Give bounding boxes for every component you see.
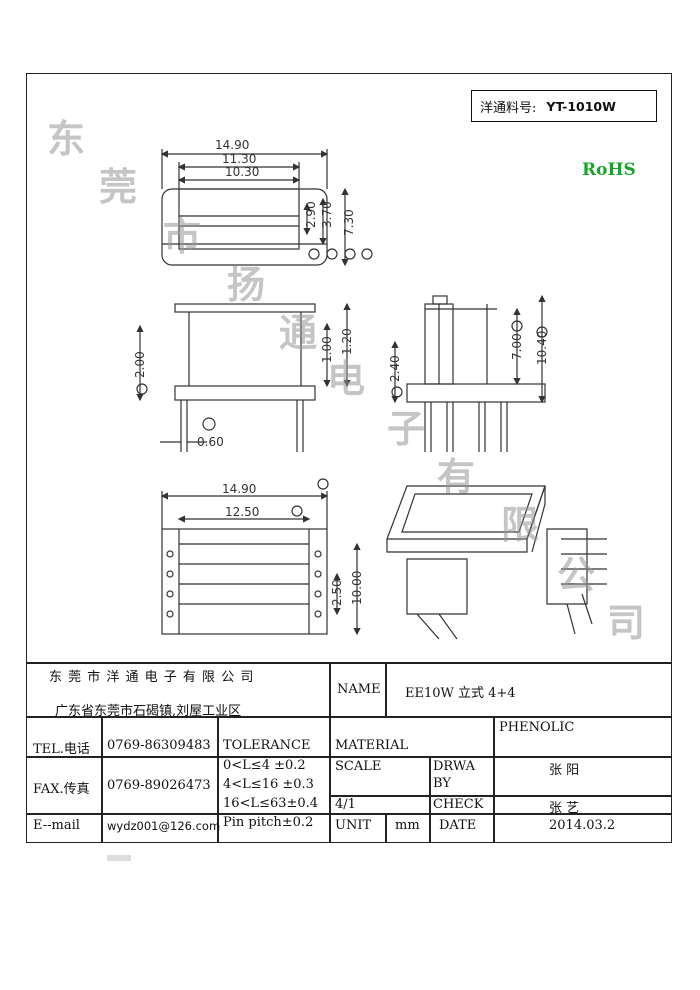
dim-l: 7.00 [510,333,524,360]
email-value: wydz001@126.com [107,819,221,833]
dim-i: 1.00 [320,336,334,363]
fax-label: FAX.传真 [33,782,90,797]
drawn-label: DRWA [433,759,476,774]
tolerance-row-1: 0<L≤4 ±0.2 [223,758,306,773]
drawing-sheet: 洋通料号: YT-1010W RoHS [26,73,672,843]
dim-m: 10.40 [535,331,549,365]
dim-o: 12.50 [225,505,259,519]
fax-value: 0769-89026473 [107,778,211,793]
dim-d: 2.90 [304,201,318,228]
isometric-view [386,485,607,640]
title-block: 东 莞 市 洋 通 电 子 有 限 公 司 广东省东莞市石碣镇,刘屋工业区 NA… [27,662,671,842]
unit-label: UNIT [335,818,372,833]
dim-e: 3.70 [320,201,334,228]
tolerance-label: TOLERANCE [223,738,311,753]
tel-value: 0769-86309483 [107,738,211,753]
dim-j: 1.20 [340,328,354,355]
dim-c: 10.30 [225,165,259,179]
top-view [160,149,373,267]
unit-value: mm [395,818,420,833]
rohs-mark: RoHS [582,160,636,180]
name-value: EE10W 立式 4+4 [405,686,516,701]
bottom-view [160,478,361,636]
front-view [136,302,351,452]
dim-g: 2.00 [133,351,147,378]
dim-p: 2.50 [330,579,344,606]
name-label: NAME [337,682,381,697]
material-label: MATERIAL [335,738,409,753]
material-value: PHENOLIC [499,720,575,735]
drawn-by-value: 张 阳 [549,763,580,778]
dim-q: 10.00 [350,571,364,605]
scale-value: 4/1 [335,797,356,812]
tolerance-row-3: 16<L≤63±0.4 [223,796,319,811]
check-value: 张 艺 [549,801,580,816]
email-label: E--mail [33,818,80,833]
part-number-label: 洋通料号: [480,100,537,116]
dim-b: 11.30 [222,152,256,166]
stamp-mark [107,855,131,861]
tel-label: TEL.电话 [33,742,90,757]
dim-f: 7.30 [342,209,356,236]
date-label: DATE [439,818,477,833]
drawn-label-2: BY [433,776,451,791]
tolerance-row-4: Pin pitch±0.2 [223,815,314,830]
dim-n: 14.90 [222,482,256,496]
technical-drawing: 14.90 11.30 10.30 2.90 3.70 7.30 2.00 0.… [133,138,607,640]
dim-a: 14.90 [215,138,249,152]
dim-h: 0.60 [197,435,224,449]
side-view [391,294,548,452]
company-address: 广东省东莞市石碣镇,刘屋工业区 [55,704,242,719]
dim-k: 2.40 [388,355,402,382]
check-label: CHECK [433,797,484,812]
part-number: YT-1010W [546,98,616,114]
scale-label: SCALE [335,759,382,774]
tolerance-row-2: 4<L≤16 ±0.3 [223,777,314,792]
company-name: 东 莞 市 洋 通 电 子 有 限 公 司 [49,670,255,685]
date-value: 2014.03.2 [549,818,616,833]
part-number-box: 洋通料号: YT-1010W [471,90,657,122]
